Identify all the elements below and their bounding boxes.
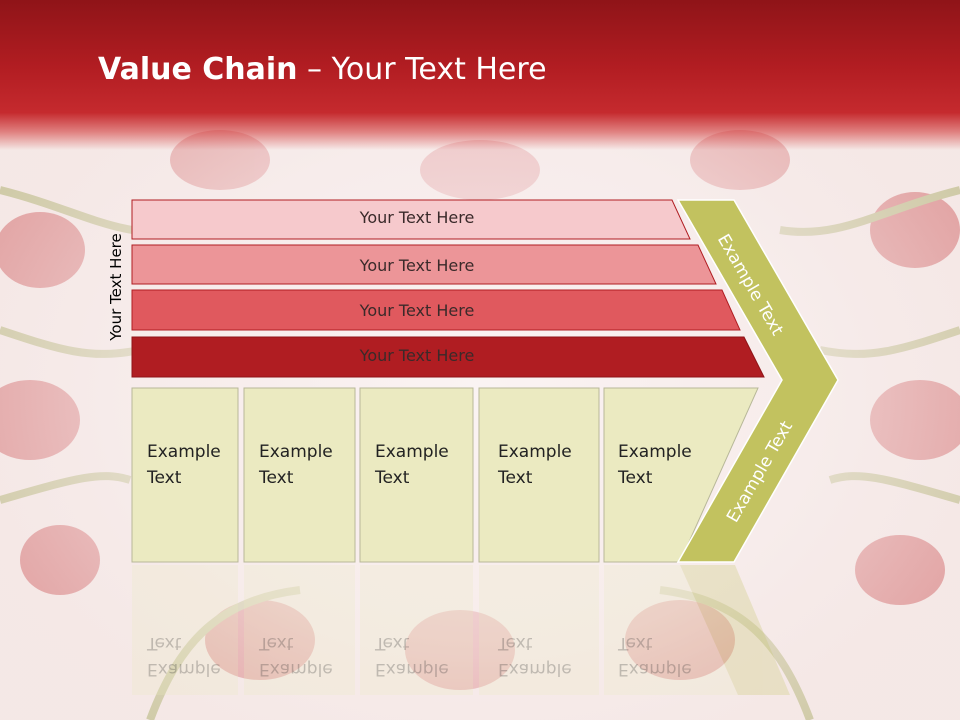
title-bar	[0, 0, 960, 150]
title-rest: – Your Text Here	[297, 52, 547, 87]
band-2-label: Your Text Here	[359, 256, 475, 275]
band-1[interactable]	[131, 199, 691, 240]
box-3-line2: Text	[375, 468, 410, 488]
box-2-line1: Example	[259, 442, 333, 462]
box-5-reflection-line1: Example	[618, 659, 692, 679]
band-4[interactable]	[131, 336, 765, 378]
box-5-reflection-line2: Text	[618, 633, 653, 653]
activity-box-2[interactable]	[243, 387, 356, 563]
band-3-label: Your Text Here	[359, 301, 475, 320]
slide-title: Value Chain – Your Text Here	[98, 52, 547, 87]
box-2-line2: Text	[259, 468, 294, 488]
box-4-reflection-line1: Example	[498, 659, 572, 679]
title-bold: Value Chain	[98, 52, 298, 87]
box-1-line2: Text	[147, 468, 182, 488]
box-3-reflection-line1: Example	[375, 659, 449, 679]
box-4-line1: Example	[498, 442, 572, 462]
box-5-reflection: Example Text	[618, 630, 692, 682]
box-1-reflection-line1: Example	[147, 659, 221, 679]
box-3-line1: Example	[375, 442, 449, 462]
margin-chevron[interactable]	[676, 199, 839, 563]
band-4-label: Your Text Here	[359, 346, 475, 365]
box-1-line1: Example	[147, 442, 221, 462]
band-2[interactable]	[131, 244, 717, 285]
box-1-reflection: Example Text	[147, 630, 221, 682]
box-2-reflection: Example Text	[259, 630, 333, 682]
box-3-reflection-line2: Text	[375, 633, 410, 653]
box-1-reflection-line2: Text	[147, 633, 182, 653]
box-4-reflection: Example Text	[498, 630, 572, 682]
boxes-reflection	[132, 565, 790, 695]
band-1-label: Your Text Here	[359, 208, 475, 227]
box-5-line2: Text	[618, 468, 653, 488]
box-5-line1: Example	[618, 442, 692, 462]
box-3-reflection: Example Text	[375, 630, 449, 682]
side-label: Your Text Here	[107, 233, 125, 341]
band-3[interactable]	[131, 289, 741, 331]
box-4-reflection-line2: Text	[498, 633, 533, 653]
activity-box-3[interactable]	[359, 387, 474, 563]
box-2-reflection-line2: Text	[259, 633, 294, 653]
box-4-line2: Text	[498, 468, 533, 488]
activity-box-4[interactable]	[478, 387, 600, 563]
activity-box-1[interactable]	[131, 387, 239, 563]
box-2-reflection-line1: Example	[259, 659, 333, 679]
